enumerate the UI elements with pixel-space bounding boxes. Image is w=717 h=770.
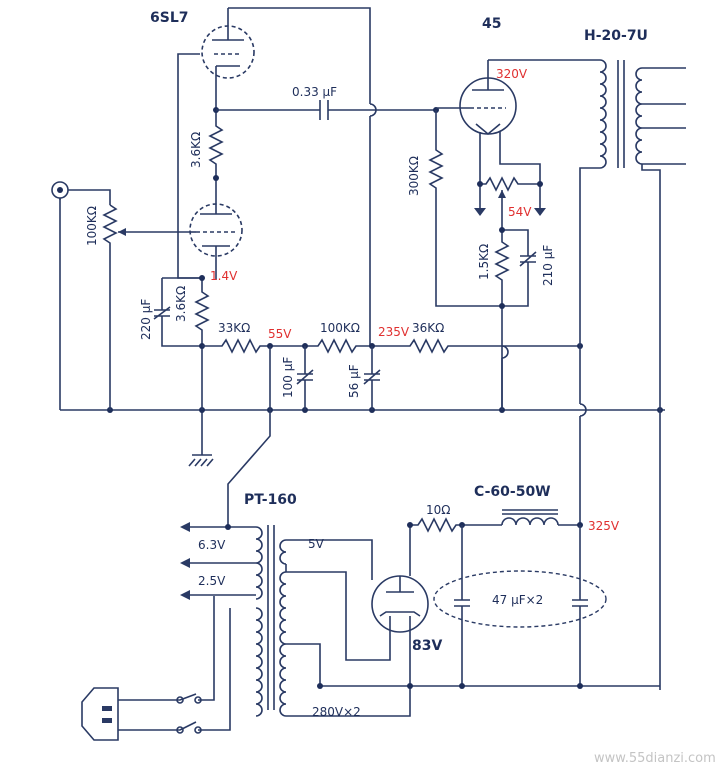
- winding-label-3: 5V: [308, 537, 325, 551]
- output-transformer: [488, 59, 686, 690]
- decoupling-chain: 33KΩ 55V 100KΩ 235V 36KΩ: [202, 321, 580, 354]
- coupling-capacitor: 0.33 μF: [216, 85, 436, 120]
- decoupling-capacitor-2: 56 μF: [347, 346, 381, 410]
- cathode-resistor-1-label: 3.6KΩ: [174, 286, 188, 322]
- rectifier-tube: [371, 575, 429, 634]
- input-jack: [51, 181, 69, 200]
- cathode-voltage-1: 1.4V: [210, 269, 238, 283]
- power-transformer: PT-160 6.3V 2.5V 5V 280V×2: [180, 492, 660, 719]
- filter-capacitor-label: 47 μF×2: [492, 593, 543, 607]
- supply-voltage: 325V: [588, 519, 620, 533]
- plate-resistor-1: 3.6KΩ: [189, 110, 224, 204]
- driver-tube-upper: [201, 8, 255, 110]
- hum-balance: 54V: [474, 176, 546, 219]
- winding-label-2: 2.5V: [198, 574, 226, 588]
- volume-pot: 100KΩ: [68, 189, 190, 410]
- coupling-capacitor-label: 0.33 μF: [292, 85, 337, 99]
- node-voltage-1: 55V: [268, 327, 292, 341]
- decoupling-capacitor-1-label: 100 μF: [281, 357, 295, 398]
- decoupling-capacitor-1: 100 μF: [281, 346, 314, 410]
- series-resistor: 10Ω: [410, 503, 502, 533]
- plate-voltage-output: 320V: [496, 67, 528, 81]
- cathode-network-1: 3.6KΩ 220 μF 1.4V: [139, 269, 238, 410]
- driver-tube-label: 6SL7: [150, 10, 189, 26]
- cathode-resistor-2-label: 1.5KΩ: [477, 244, 491, 280]
- grid-leak-resistor: 300KΩ: [407, 110, 502, 307]
- watermark: www.55dianzi.com: [594, 751, 716, 766]
- filter-choke: C-60-50W: [474, 484, 580, 526]
- node-voltage-2: 235V: [378, 325, 410, 339]
- volume-pot-label: 100KΩ: [85, 206, 99, 246]
- winding-label-1: 6.3V: [198, 538, 226, 552]
- rectifier-tube-label: 83V: [412, 638, 442, 654]
- power-transformer-label: PT-160: [244, 492, 297, 508]
- mains-inlet: [81, 596, 231, 741]
- output-tube-label: 45: [482, 16, 501, 32]
- series-resistor-label: 10Ω: [426, 503, 450, 517]
- cathode-network-2: 1.5KΩ 210 μF: [477, 196, 555, 410]
- output-tube: [436, 60, 541, 184]
- filter-choke-label: C-60-50W: [474, 484, 551, 500]
- cathode-capacitor-1-label: 220 μF: [139, 299, 153, 340]
- cathode-voltage-output: 54V: [508, 205, 532, 219]
- dropping-resistor-2-label: 100KΩ: [320, 321, 360, 335]
- winding-label-hv: 280V×2: [312, 705, 361, 719]
- cathode-capacitor-2-label: 210 μF: [541, 245, 555, 286]
- dropping-resistor-1-label: 33KΩ: [218, 321, 250, 335]
- output-transformer-label: H-20-7U: [584, 28, 648, 44]
- ground-bus: [59, 198, 665, 467]
- decoupling-capacitor-2-label: 56 μF: [347, 364, 361, 398]
- filter-capacitors: 47 μF×2: [433, 525, 607, 686]
- dropping-resistor-3-label: 36KΩ: [412, 321, 444, 335]
- plate-resistor-1-label: 3.6KΩ: [189, 132, 203, 168]
- grid-leak-resistor-label: 300KΩ: [407, 156, 421, 196]
